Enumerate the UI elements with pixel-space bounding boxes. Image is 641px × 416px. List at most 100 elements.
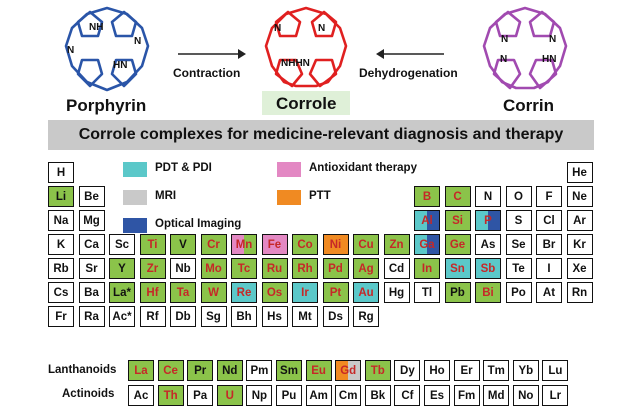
- lanthanoid-cell: Nd: [216, 360, 243, 381]
- element-cell: Mo: [200, 258, 227, 279]
- corrin-structure: [482, 6, 568, 90]
- legend-label: MRI: [155, 190, 177, 202]
- legend-swatch: [123, 218, 147, 233]
- contraction-label: Contraction: [173, 66, 241, 80]
- element-cell: Fr: [48, 306, 74, 327]
- porphyrin-name: Porphyrin: [66, 96, 147, 115]
- lanthanoid-cell: Dy: [394, 360, 421, 381]
- actinoid-cell: Es: [424, 385, 450, 406]
- element-cell: Ba: [78, 282, 105, 303]
- actinoid-cell: No: [512, 385, 539, 406]
- element-cell: Sb: [475, 258, 501, 279]
- porphyrin-nh-label: NH: [89, 22, 104, 33]
- lanthanoid-cell: Pr: [187, 360, 214, 381]
- element-cell: Mn: [231, 234, 257, 255]
- lanthanoid-cell: Tb: [364, 360, 391, 381]
- element-cell: Ir: [292, 282, 318, 303]
- element-cell: Cr: [200, 234, 227, 255]
- corrole-structure: [264, 6, 348, 88]
- element-cell: Po: [505, 282, 532, 303]
- element-cell: V: [170, 234, 196, 255]
- element-cell: Te: [505, 258, 532, 279]
- element-cell: Os: [261, 282, 288, 303]
- element-cell: B: [414, 186, 440, 207]
- element-cell: H: [48, 162, 74, 183]
- element-cell: Li: [48, 186, 74, 207]
- element-cell: Pd: [322, 258, 349, 279]
- legend-swatch: [123, 162, 147, 177]
- element-cell: Ar: [566, 210, 593, 231]
- element-cell: W: [200, 282, 227, 303]
- corrin-n-left: N: [501, 34, 509, 45]
- actinoid-cell: Pa: [187, 385, 214, 406]
- element-cell: Au: [353, 282, 379, 303]
- element-cell: Se: [505, 234, 532, 255]
- element-cell: Ac*: [109, 306, 135, 327]
- corrin-name: Corrin: [503, 96, 554, 115]
- element-cell: Ga: [414, 234, 440, 255]
- corrole-nhhn-label: NHHN: [281, 58, 310, 69]
- lanthanoid-cell: Er: [453, 360, 480, 381]
- element-cell: Zn: [383, 234, 410, 255]
- lanthanoid-cell: Gd: [335, 360, 362, 381]
- element-cell: Ta: [170, 282, 196, 303]
- element-cell: C: [444, 186, 471, 207]
- element-cell: Pt: [322, 282, 349, 303]
- lanthanoid-cell: Ho: [424, 360, 450, 381]
- element-cell: Hf: [139, 282, 166, 303]
- element-cell: Ni: [322, 234, 349, 255]
- element-cell: Sc: [109, 234, 135, 255]
- element-cell: Ge: [444, 234, 471, 255]
- corrin-n-right: N: [549, 34, 557, 45]
- section-banner: Corrole complexes for medicine-relevant …: [48, 120, 594, 150]
- element-cell: O: [505, 186, 532, 207]
- element-cell: Mg: [78, 210, 105, 231]
- porphyrin-hn-label: HN: [113, 60, 128, 71]
- legend-label: PDT & PDI: [155, 162, 212, 174]
- element-cell: Pb: [444, 282, 471, 303]
- lanthanoid-cell: Yb: [512, 360, 539, 381]
- corrole-n-right: N: [318, 23, 326, 34]
- lanthanoid-cell: Eu: [305, 360, 332, 381]
- element-cell: Rh: [292, 258, 318, 279]
- element-cell: S: [505, 210, 532, 231]
- element-cell: N: [475, 186, 501, 207]
- element-cell: Br: [536, 234, 562, 255]
- element-cell: Al: [414, 210, 440, 231]
- element-cell: Ne: [566, 186, 593, 207]
- actinoid-cell: Cm: [335, 385, 362, 406]
- corrin-hn-label: HN: [542, 54, 557, 65]
- element-cell: Hs: [261, 306, 288, 327]
- element-cell: Sn: [444, 258, 471, 279]
- element-cell: Si: [444, 210, 471, 231]
- actinoid-cell: Th: [157, 385, 184, 406]
- actinoid-cell: Np: [246, 385, 273, 406]
- lanthanoid-cell: Tm: [483, 360, 510, 381]
- porphyrin-n-right: N: [134, 36, 142, 47]
- actinoid-cell: Cf: [394, 385, 421, 406]
- element-cell: As: [475, 234, 501, 255]
- actinoid-cell: Md: [483, 385, 510, 406]
- legend-swatch: [277, 190, 301, 205]
- element-cell: Kr: [566, 234, 593, 255]
- element-cell: Bi: [475, 282, 501, 303]
- element-cell: La*: [109, 282, 135, 303]
- element-cell: Rn: [566, 282, 593, 303]
- actinoid-cell: Lr: [542, 385, 569, 406]
- legend-swatch: [277, 162, 301, 177]
- element-cell: Cs: [48, 282, 74, 303]
- corrole-name: Corrole: [276, 94, 337, 113]
- right-arrow-icon: [178, 49, 246, 59]
- actinoid-cell: Am: [305, 385, 332, 406]
- lanthanoid-cell: Lu: [542, 360, 569, 381]
- lanthanoids-label: Lanthanoids: [48, 364, 117, 376]
- actinoid-cell: Ac: [128, 385, 154, 406]
- element-cell: Tl: [414, 282, 440, 303]
- element-cell: Xe: [566, 258, 593, 279]
- element-cell: Be: [78, 186, 105, 207]
- element-cell: Rb: [48, 258, 74, 279]
- actinoid-cell: Fm: [453, 385, 480, 406]
- element-cell: K: [48, 234, 74, 255]
- element-cell: Mt: [292, 306, 318, 327]
- element-cell: Ra: [78, 306, 105, 327]
